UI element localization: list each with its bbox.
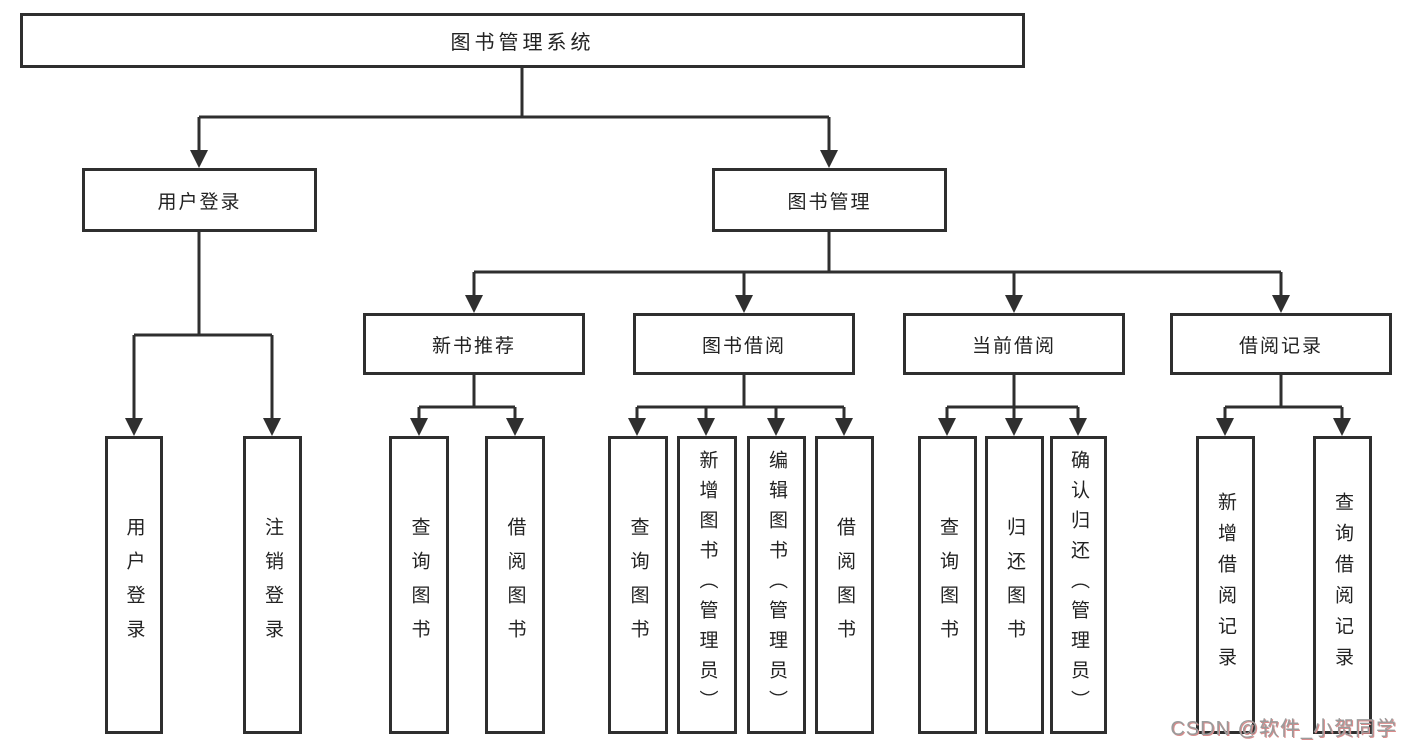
leaf-label: 用户登录: [123, 517, 145, 653]
node-label: 借阅记录: [1238, 335, 1323, 357]
leaf-query-books-borrow: 查询图书: [608, 436, 668, 734]
arrow-down-icon: [125, 418, 143, 436]
arrow-down-icon: [263, 418, 281, 436]
arrow-down-icon: [628, 418, 646, 436]
node-library-management-system: 图书管理系统: [20, 13, 1025, 68]
leaf-label: 借阅图书: [834, 517, 855, 653]
arrow-down-icon: [1272, 295, 1290, 313]
leaf-confirm-return-admin: 确认归还（管理员）: [1050, 436, 1107, 734]
node-book-management: 图书管理: [712, 168, 947, 232]
connector-newbook-to-leaves: [417, 375, 517, 420]
node-label: 新书推荐: [431, 335, 516, 357]
arrow-down-icon: [1069, 418, 1087, 436]
leaf-label: 归还图书: [1004, 517, 1025, 653]
arrow-down-icon: [410, 418, 428, 436]
arrow-down-icon: [938, 418, 956, 436]
node-new-book-recommend: 新书推荐: [363, 313, 585, 375]
leaf-user-login: 用户登录: [105, 436, 163, 734]
leaf-label: 注销登录: [262, 517, 283, 653]
arrow-down-icon: [1005, 295, 1023, 313]
arrow-down-icon: [190, 150, 208, 168]
leaf-label: 编辑图书（管理员）: [766, 450, 787, 720]
leaf-query-books-current: 查询图书: [918, 436, 977, 734]
arrow-down-icon: [767, 418, 785, 436]
leaf-label: 新增借阅记录: [1215, 492, 1236, 678]
arrow-down-icon: [735, 295, 753, 313]
leaf-edit-books-admin: 编辑图书（管理员）: [747, 436, 806, 734]
leaf-logout: 注销登录: [243, 436, 302, 734]
connector-bookborrow-to-leaves: [635, 375, 846, 420]
leaf-borrow-books: 借阅图书: [815, 436, 874, 734]
arrow-down-icon: [697, 418, 715, 436]
leaf-label: 确认归还（管理员）: [1068, 450, 1089, 720]
arrow-down-icon: [465, 295, 483, 313]
node-user-login: 用户登录: [82, 168, 317, 232]
arrow-down-icon: [1333, 418, 1351, 436]
node-book-borrow: 图书借阅: [633, 313, 855, 375]
arrow-down-icon: [1005, 418, 1023, 436]
node-label: 图书管理: [787, 191, 872, 213]
node-label: 图书借阅: [701, 335, 786, 357]
connector-borrowrecord-to-leaves: [1223, 375, 1344, 420]
leaf-label: 查询图书: [408, 517, 430, 653]
arrow-down-icon: [506, 418, 524, 436]
connector-root-to-branches: [197, 68, 831, 152]
node-label: 图书管理系统: [450, 32, 595, 54]
leaf-query-books-recommend: 查询图书: [389, 436, 449, 734]
connector-bookmgmt-to-sections: [472, 232, 1283, 297]
leaf-add-books-admin: 新增图书（管理员）: [677, 436, 737, 734]
arrow-down-icon: [835, 418, 853, 436]
leaf-query-borrow-record: 查询借阅记录: [1313, 436, 1372, 734]
leaf-label: 借阅图书: [504, 517, 526, 653]
node-label: 当前借阅: [971, 335, 1056, 357]
leaf-label: 新增图书（管理员）: [696, 450, 718, 720]
leaf-add-borrow-record: 新增借阅记录: [1196, 436, 1255, 734]
leaf-label: 查询图书: [627, 517, 649, 653]
node-label: 用户登录: [157, 191, 242, 213]
csdn-watermark: CSDN @软件_小贺同学: [1170, 718, 1397, 740]
leaf-borrow-books-recommend: 借阅图书: [485, 436, 545, 734]
node-borrow-record: 借阅记录: [1170, 313, 1392, 375]
arrow-down-icon: [1216, 418, 1234, 436]
connector-userlogin-to-leaves: [132, 232, 274, 420]
arrow-down-icon: [820, 150, 838, 168]
leaf-return-books: 归还图书: [985, 436, 1044, 734]
leaf-label: 查询借阅记录: [1332, 492, 1353, 678]
leaf-label: 查询图书: [937, 517, 958, 653]
connector-currentborrow-to-leaves: [945, 375, 1080, 420]
node-current-borrow: 当前借阅: [903, 313, 1125, 375]
